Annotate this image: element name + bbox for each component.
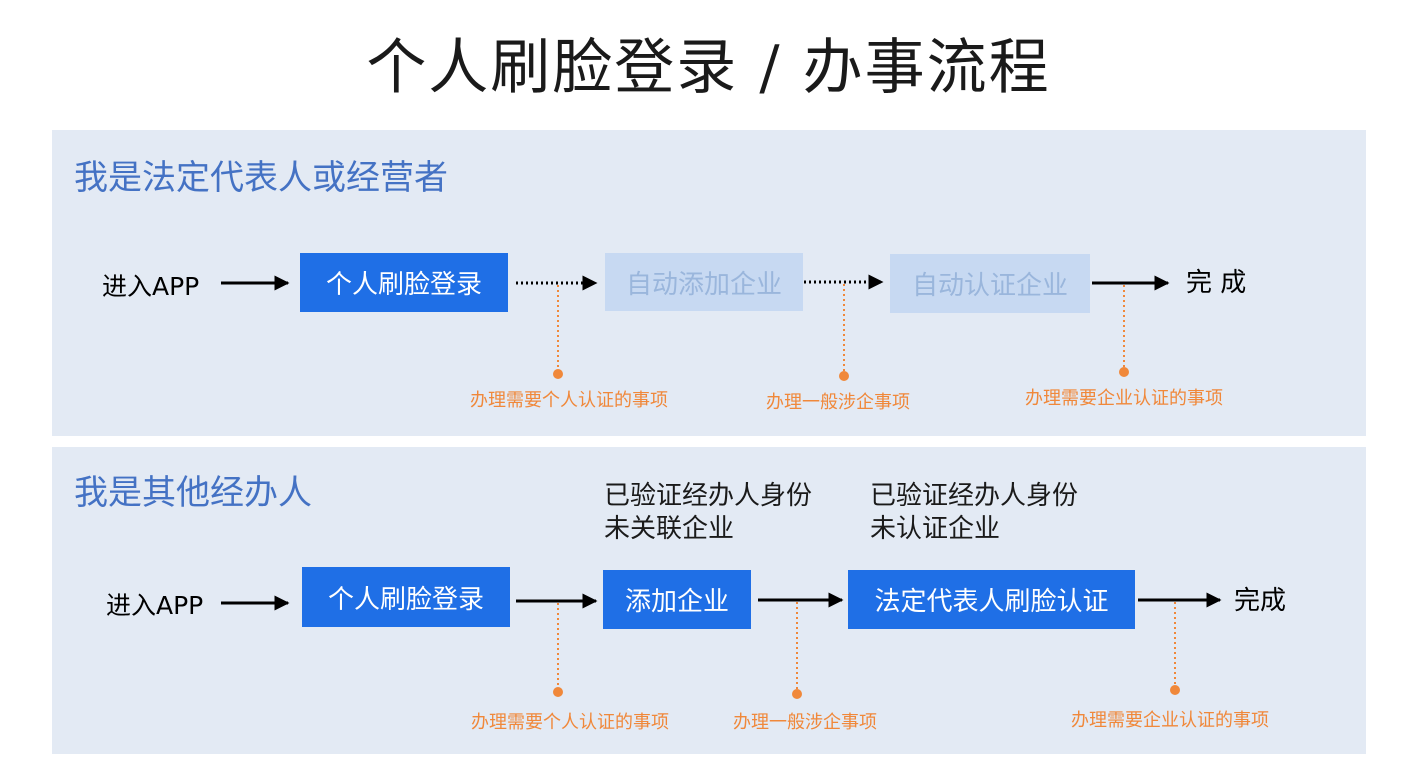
panel-heading: 我是其他经办人 [74, 473, 312, 513]
status-line: 未关联企业 [604, 514, 735, 544]
note-company-auth: 办理需要企业认证的事项 [1025, 388, 1223, 409]
note-personal-auth: 办理需要个人认证的事项 [470, 390, 668, 411]
end-label: 完 成 [1186, 268, 1247, 298]
panel-heading: 我是法定代表人或经营者 [74, 158, 448, 198]
status-line: 已验证经办人身份 [870, 481, 1079, 511]
leader-dot [1119, 367, 1129, 377]
step-add-company: 添加企业 [603, 570, 751, 629]
status-line: 已验证经办人身份 [604, 481, 813, 511]
leader-dot [553, 687, 563, 697]
leader-dot [792, 689, 802, 699]
start-label: 进入APP [106, 591, 204, 620]
end-label: 完成 [1234, 586, 1287, 616]
note-general-business: 办理一般涉企事项 [766, 392, 910, 413]
start-label: 进入APP [102, 272, 200, 301]
step-face-login: 个人刷脸登录 [302, 567, 510, 627]
note-company-auth: 办理需要企业认证的事项 [1071, 710, 1269, 731]
step-face-login: 个人刷脸登录 [300, 253, 508, 312]
step-auto-add-company: 自动添加企业 [605, 253, 803, 311]
leader-dot [1170, 685, 1180, 695]
note-general-business: 办理一般涉企事项 [733, 712, 877, 733]
step-auto-verify-company: 自动认证企业 [890, 254, 1090, 313]
status-line: 未认证企业 [870, 514, 1001, 544]
leader-dot [553, 369, 563, 379]
note-personal-auth: 办理需要个人认证的事项 [471, 712, 669, 733]
page-title: 个人刷脸登录 / 办事流程 [366, 33, 1051, 103]
leader-dot [839, 371, 849, 381]
step-legal-rep-face-auth: 法定代表人刷脸认证 [848, 570, 1135, 629]
